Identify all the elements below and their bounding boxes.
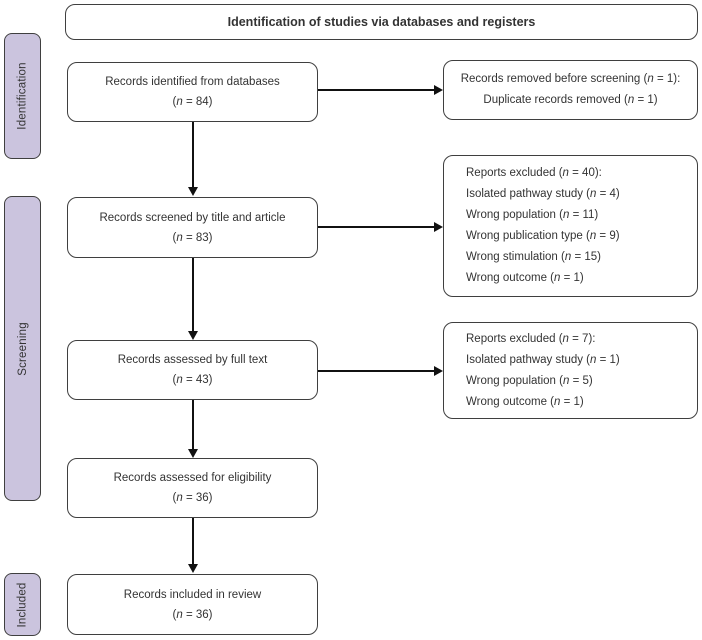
side-box-line: Wrong population (n = 5)	[466, 374, 593, 387]
stage-screening-label: Screening	[16, 321, 29, 376]
diagram-title: Identification of studies via databases …	[227, 15, 536, 29]
stage-screening: Screening	[4, 196, 41, 501]
side-box-line: Isolated pathway study (n = 4)	[466, 188, 620, 200]
flow-box-text: Records assessed by full text	[117, 354, 268, 366]
side-box-reports-excluded-screening: Reports excluded (n = 40): Isolated path…	[443, 155, 698, 297]
stage-included: Included	[4, 573, 41, 636]
side-box-line: Reports excluded (n = 7):	[466, 332, 596, 345]
side-box-line: Duplicate records removed (n = 1)	[483, 94, 658, 106]
arrow-right-screened-to-excluded	[318, 222, 443, 232]
stage-identification-label: Identification	[16, 62, 29, 130]
side-box-line: Records removed before screening (n = 1)…	[460, 73, 681, 85]
flow-box-assessed-eligibility: Records assessed for eligibility (n = 36…	[67, 458, 318, 518]
flow-box-count: (n = 36)	[172, 492, 213, 504]
side-box-line: Wrong outcome (n = 1)	[466, 395, 584, 408]
side-box-line: Wrong stimulation (n = 15)	[466, 251, 601, 263]
flow-box-text: Records assessed for eligibility	[113, 472, 272, 484]
flow-box-assessed-full-text: Records assessed by full text (n = 43)	[67, 340, 318, 400]
side-box-removed-before-screening: Records removed before screening (n = 1)…	[443, 60, 698, 120]
flow-box-included-review: Records included in review (n = 36)	[67, 574, 318, 635]
side-box-line: Isolated pathway study (n = 1)	[466, 353, 620, 366]
flow-box-text: Records included in review	[123, 588, 262, 601]
flow-box-count: (n = 36)	[172, 608, 213, 621]
stage-identification: Identification	[4, 33, 41, 159]
side-box-line: Reports excluded (n = 40):	[466, 167, 602, 179]
side-box-line: Wrong population (n = 11)	[466, 209, 599, 221]
side-box-reports-excluded-fulltext: Reports excluded (n = 7): Isolated pathw…	[443, 322, 698, 419]
arrow-down-fulltext-to-eligibility	[188, 400, 198, 458]
arrow-right-fulltext-to-excluded	[318, 366, 443, 376]
flow-box-count: (n = 43)	[172, 374, 213, 386]
flow-box-records-identified: Records identified from databases (n = 8…	[67, 62, 318, 122]
flow-box-count: (n = 84)	[172, 96, 213, 108]
arrow-down-screened-to-fulltext	[188, 258, 198, 340]
arrow-down-eligibility-to-included	[188, 518, 198, 573]
flow-box-text: Records identified from databases	[105, 76, 280, 88]
flow-box-count: (n = 83)	[172, 231, 213, 244]
side-box-line: Wrong publication type (n = 9)	[466, 230, 620, 242]
side-box-line: Wrong outcome (n = 1)	[466, 272, 584, 284]
diagram-title-box: Identification of studies via databases …	[65, 4, 698, 40]
arrow-down-identified-to-screened	[188, 122, 198, 196]
stage-included-label: Included	[16, 581, 29, 628]
arrow-right-identified-to-removed	[318, 85, 443, 95]
flow-box-records-screened: Records screened by title and article (n…	[67, 197, 318, 258]
flow-box-text: Records screened by title and article	[99, 211, 286, 224]
